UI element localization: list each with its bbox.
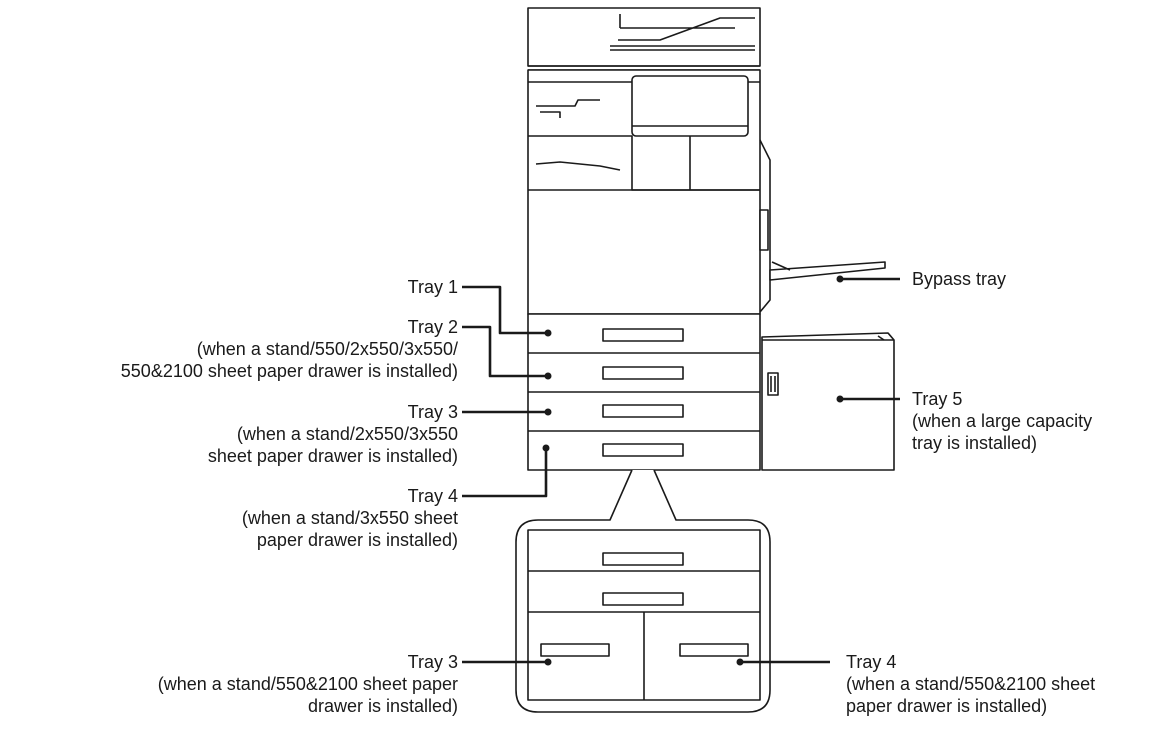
label-tray-1: Tray 1 [408, 276, 458, 298]
label-bypass-tray: Bypass tray [912, 268, 1006, 290]
tray-3-note-line-1: (when a stand/2x550/3x550 [236, 424, 458, 444]
drawer-stack [527, 313, 761, 471]
document-feeder [527, 7, 761, 71]
label-tray-3: Tray 3 (when a stand/2x550/3x550 sheet p… [208, 401, 458, 467]
tray-4-note-line-1: (when a stand/3x550 sheet [241, 508, 458, 528]
main-body [527, 69, 771, 315]
label-tray-4-alt: Tray 4 (when a stand/550&2100 sheet pape… [846, 651, 1095, 717]
tray-4-title: Tray 4 [407, 486, 458, 506]
tray-2-note-line-2: 550&2100 sheet paper drawer is installed… [120, 361, 458, 381]
leader-dots [542, 275, 844, 666]
tray-4-note-line-2: paper drawer is installed) [256, 530, 458, 550]
tray-3-alt-note-line-1: (when a stand/550&2100 sheet paper [157, 674, 458, 694]
large-capacity-tray [761, 332, 895, 471]
tray-5-note-line-2: tray is installed) [912, 433, 1038, 453]
callout-inset [515, 469, 771, 713]
leader-lines [462, 277, 900, 664]
tray-4-alt-note-line-2: paper drawer is installed) [846, 696, 1048, 716]
label-tray-5: Tray 5 (when a large capacity tray is in… [912, 388, 1092, 454]
tray-2-note-line-1: (when a stand/550/2x550/3x550/ [196, 339, 458, 359]
tray-4-alt-note-line-1: (when a stand/550&2100 sheet [846, 674, 1096, 694]
tray-3-note-line-2: sheet paper drawer is installed) [207, 446, 458, 466]
tray-3-alt-note-line-2: drawer is installed) [307, 696, 458, 716]
bypass-tray-shape [769, 261, 886, 281]
label-tray-2: Tray 2 (when a stand/550/2x550/3x550/ 55… [121, 316, 458, 382]
tray-4-alt-title: Tray 4 [846, 652, 897, 672]
label-tray-4: Tray 4 (when a stand/3x550 sheet paper d… [242, 485, 458, 551]
tray-5-title: Tray 5 [912, 389, 963, 409]
tray-5-note-line-1: (when a large capacity [912, 411, 1093, 431]
tray-1-title: Tray 1 [407, 277, 458, 297]
tray-3-title: Tray 3 [407, 402, 458, 422]
bypass-tray-title: Bypass tray [912, 269, 1007, 289]
tray-2-title: Tray 2 [407, 317, 458, 337]
label-tray-3-alt: Tray 3 (when a stand/550&2100 sheet pape… [158, 651, 458, 717]
tray-3-alt-title: Tray 3 [407, 652, 458, 672]
